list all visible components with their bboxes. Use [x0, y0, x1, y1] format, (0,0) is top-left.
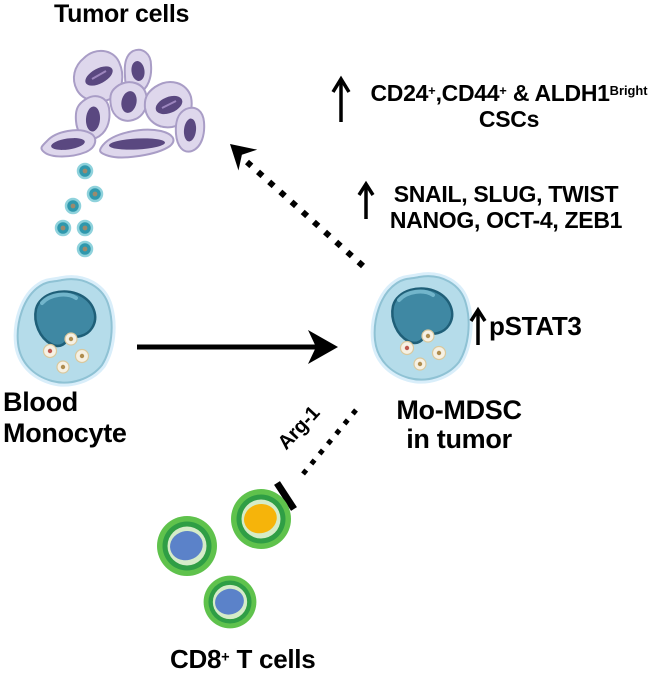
tumor-cell-cluster	[40, 48, 206, 159]
increase-arrow-icon-emt	[357, 180, 375, 219]
emt-annotation: SNAIL, SLUG, TWIST NANOG, OCT-4, ZEB1	[352, 181, 660, 233]
blood-monocyte-label-line2: Monocyte	[3, 418, 127, 448]
exosome-dot	[54, 219, 72, 237]
emt-annotation-line2: NANOG, OCT-4, ZEB1	[389, 207, 623, 233]
text-segment: CD8	[170, 644, 222, 674]
cd8-tcell	[157, 516, 217, 576]
text-segment: & ALDH1	[506, 79, 610, 106]
cd8-tcells-label: CD8+ T cells	[170, 644, 316, 674]
tumor-cell	[40, 129, 97, 158]
superscript-plus: +	[428, 83, 436, 98]
text-segment: T cells	[229, 644, 316, 674]
increase-arrow-icon-cscs	[331, 75, 351, 122]
mo-mdsc-label-line2: in tumor	[406, 424, 512, 454]
superscript-bright: Bright	[609, 83, 648, 98]
emt-annotation-line1: SNAIL, SLUG, TWIST	[393, 181, 619, 207]
csc-annotation-line1: CD24+,CD44+ & ALDH1Bright	[358, 78, 660, 106]
text-segment: ,CD44	[435, 79, 500, 106]
tumor-cell	[99, 128, 175, 159]
exosome-dot	[86, 185, 104, 203]
superscript-plus: +	[221, 649, 230, 666]
mo-mdsc-cell	[375, 276, 469, 379]
cd8-tcell-group	[157, 489, 291, 629]
csc-annotation-line2: CSCs	[478, 105, 540, 132]
dashed-arrow-mdsc-to-tumor-icon	[230, 144, 366, 269]
csc-annotation: CD24+,CD44+ & ALDH1Bright CSCs	[358, 78, 660, 132]
exosome-dot	[76, 219, 94, 237]
cd8-tcell	[203, 575, 257, 629]
exosome-dots	[54, 162, 104, 258]
tumor-cell	[109, 81, 148, 122]
cd8-tcell-activated	[231, 489, 291, 549]
mo-mdsc-label: Mo-MDSC in tumor	[377, 396, 541, 454]
exosome-dot	[76, 240, 94, 258]
arg1-inhibition-line-icon	[274, 408, 358, 511]
exosome-dot	[76, 162, 94, 180]
tumor-cells-label: Tumor cells	[54, 0, 190, 28]
superscript-plus: +	[499, 83, 507, 98]
blood-monocyte-label-line1: Blood	[3, 387, 78, 417]
monocyte-to-mdsc-arrow-icon	[137, 330, 338, 364]
increase-arrow-icon-pstat3	[469, 306, 487, 345]
pstat3-label: pSTAT3	[489, 311, 582, 341]
blood-monocyte-cell	[18, 279, 112, 382]
exosome-dot	[64, 197, 82, 215]
tumor-cell	[74, 95, 111, 140]
tumor-cell	[174, 106, 206, 153]
mo-mdsc-label-line1: Mo-MDSC	[396, 395, 522, 425]
text-segment: CD24	[370, 79, 429, 106]
blood-monocyte-label: Blood Monocyte	[3, 387, 127, 449]
